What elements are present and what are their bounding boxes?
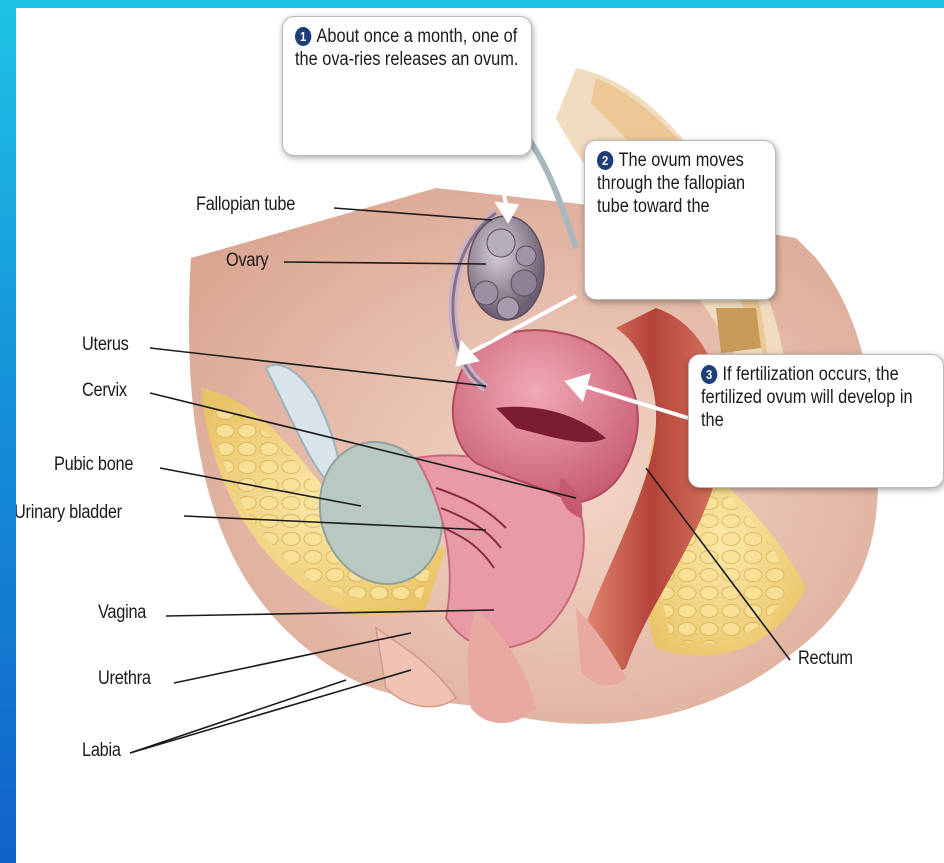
label-vagina: Vagina: [98, 602, 146, 624]
label-rectum: Rectum: [798, 648, 853, 670]
label-ovary: Ovary: [226, 250, 268, 272]
step-3-badge: 3: [701, 365, 717, 384]
callout-3-text: If fertilization occurs, the fertilized …: [701, 364, 913, 431]
ovary-shape: [468, 216, 544, 320]
label-labia: Labia: [82, 740, 121, 762]
label-uterus: Uterus: [82, 334, 129, 356]
label-cervix: Cervix: [82, 380, 127, 402]
callout-1-text: About once a month, one of the ova-ries …: [295, 26, 518, 70]
callout-2-text: The ovum moves through the fallopian tub…: [597, 150, 745, 217]
label-urethra: Urethra: [98, 668, 151, 690]
label-fallopian-tube: Fallopian tube: [196, 194, 295, 216]
label-pubic-bone: Pubic bone: [54, 454, 133, 476]
step-1-badge: 1: [295, 27, 311, 46]
step-2-badge: 2: [597, 151, 613, 170]
vertebra-band: [716, 308, 761, 353]
label-urinary-bladder: Urinary bladder: [16, 502, 122, 524]
